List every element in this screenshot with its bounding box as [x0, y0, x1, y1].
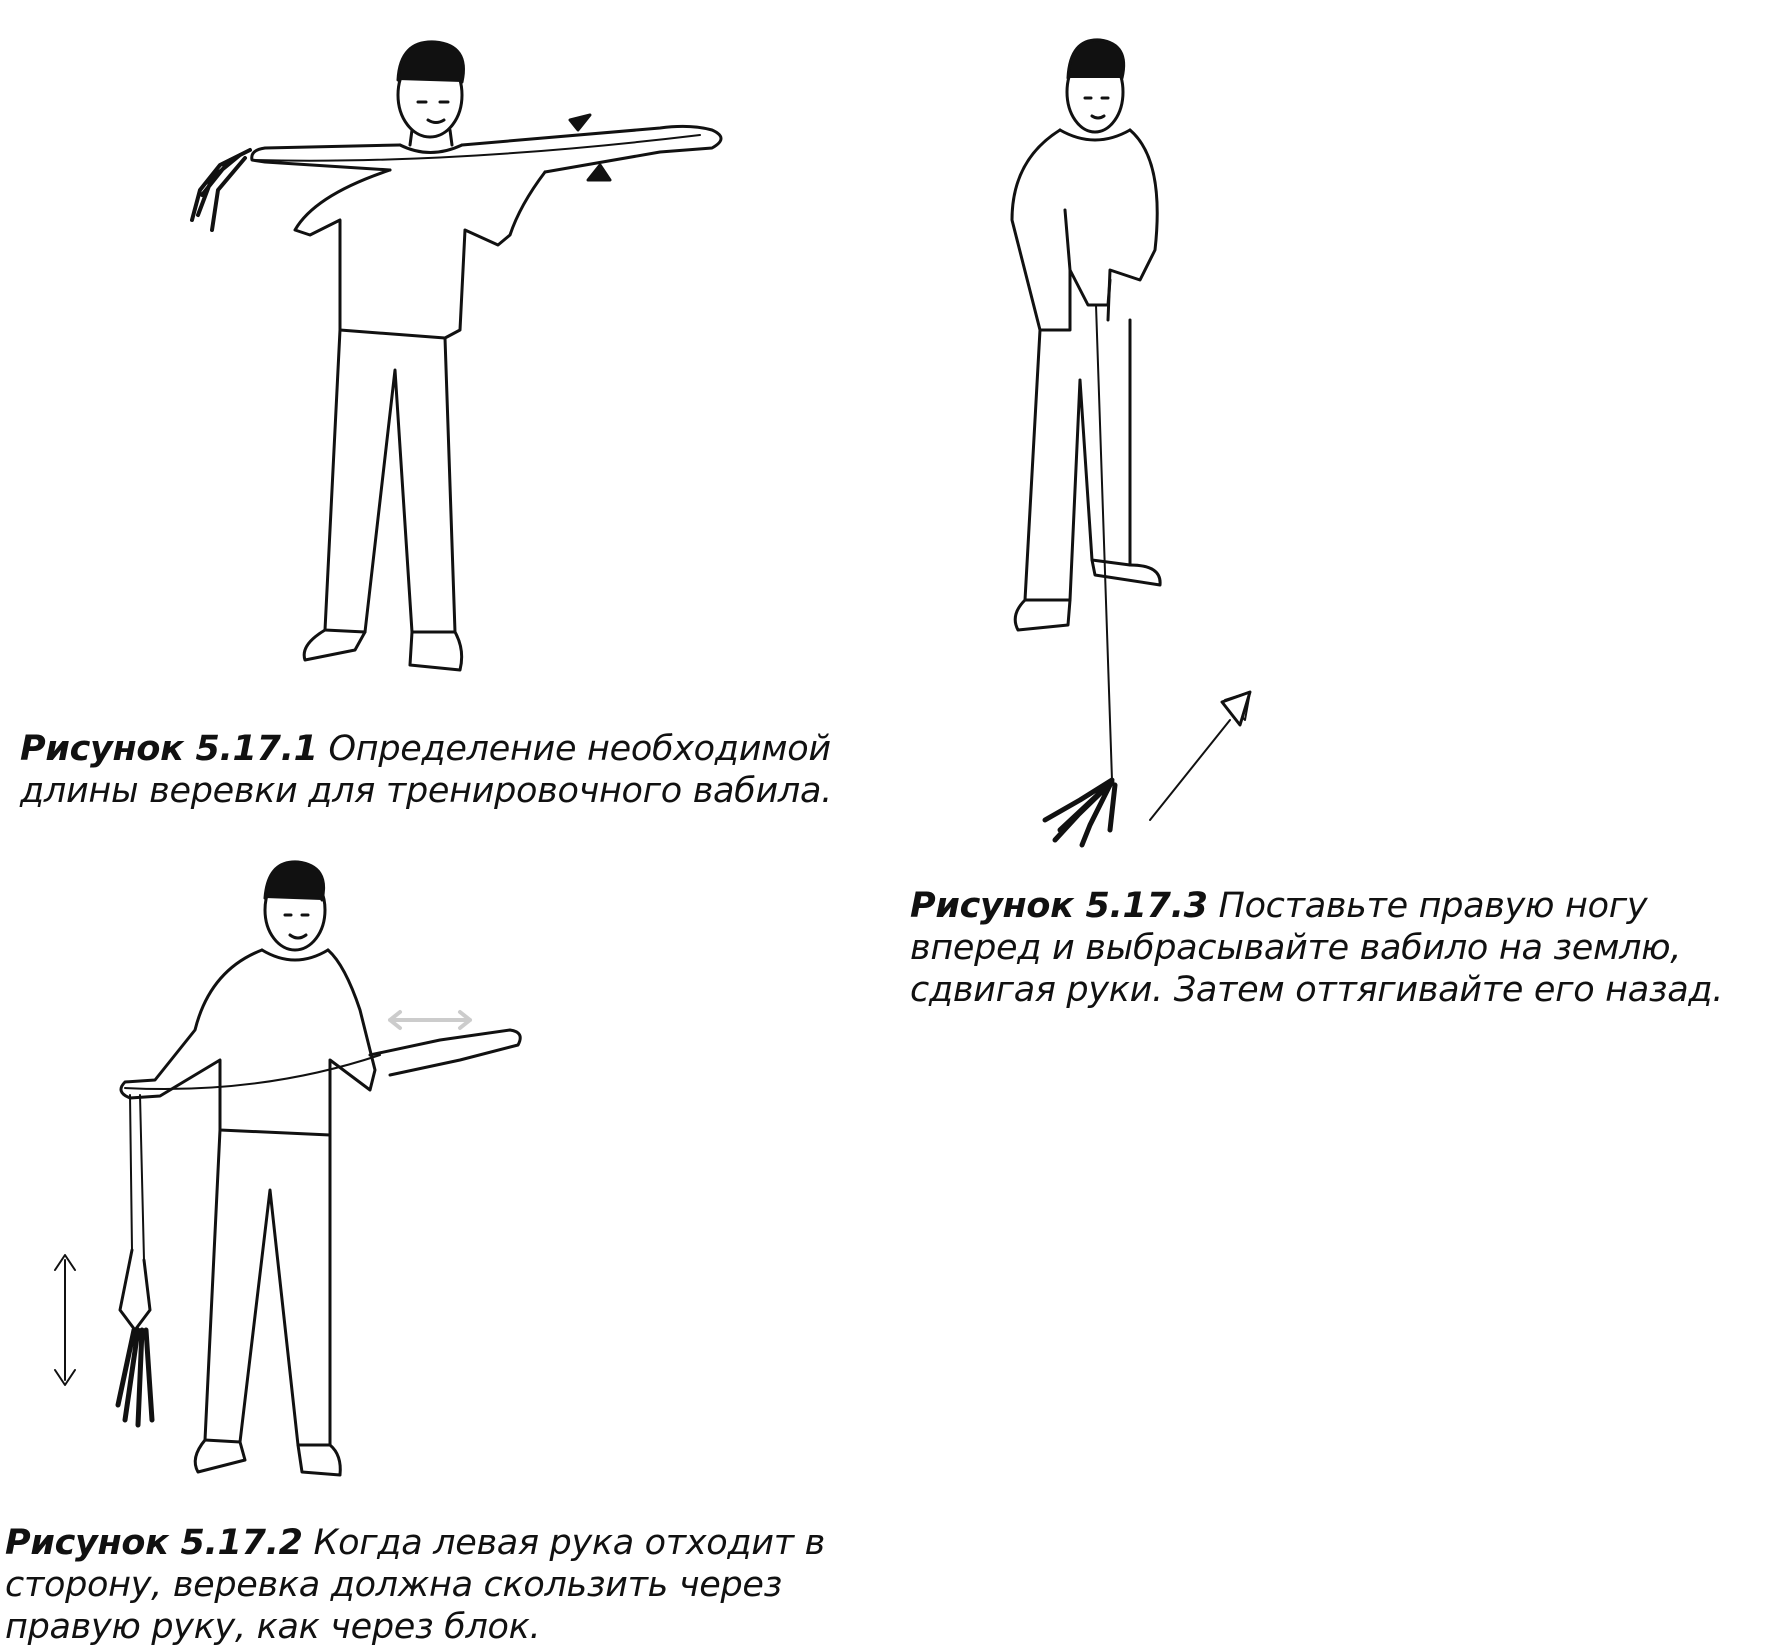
caption-text: Определение необходимой	[328, 729, 832, 769]
caption-line-2: вперед и выбрасывайте вабило на землю,	[910, 928, 1682, 968]
figure-5-17-1-caption: Рисунок 5.17.1 Определение необходимой д…	[20, 728, 832, 812]
figure-5-17-3-illustration	[1000, 20, 1260, 860]
caption-line-2: длины веревки для тренировочного вабила.	[20, 771, 832, 811]
caption-line-2: сторону, веревка должна скользить через	[5, 1565, 782, 1605]
caption-text: Поставьте правую ногу	[1218, 886, 1648, 926]
caption-line-3: сдвигая руки. Затем оттягивайте его наза…	[910, 970, 1724, 1010]
figure-5-17-1-illustration	[100, 20, 780, 700]
caption-text: Когда левая рука отходит в	[313, 1523, 826, 1563]
figure-label: Рисунок 5.17.1	[20, 729, 318, 769]
caption-line-3: правую руку, как через блок.	[5, 1607, 541, 1647]
figure-5-17-2-caption: Рисунок 5.17.2 Когда левая рука отходит …	[5, 1522, 825, 1648]
caption-line-1: Рисунок 5.17.2 Когда левая рука отходит …	[5, 1522, 825, 1564]
figure-label: Рисунок 5.17.3	[910, 886, 1208, 926]
caption-line-1: Рисунок 5.17.3 Поставьте правую ногу	[910, 885, 1723, 927]
figure-5-17-3-caption: Рисунок 5.17.3 Поставьте правую ногу впе…	[910, 885, 1723, 1011]
figure-5-17-2-illustration	[40, 860, 600, 1500]
figure-label: Рисунок 5.17.2	[5, 1523, 303, 1563]
caption-line-1: Рисунок 5.17.1 Определение необходимой	[20, 728, 832, 770]
